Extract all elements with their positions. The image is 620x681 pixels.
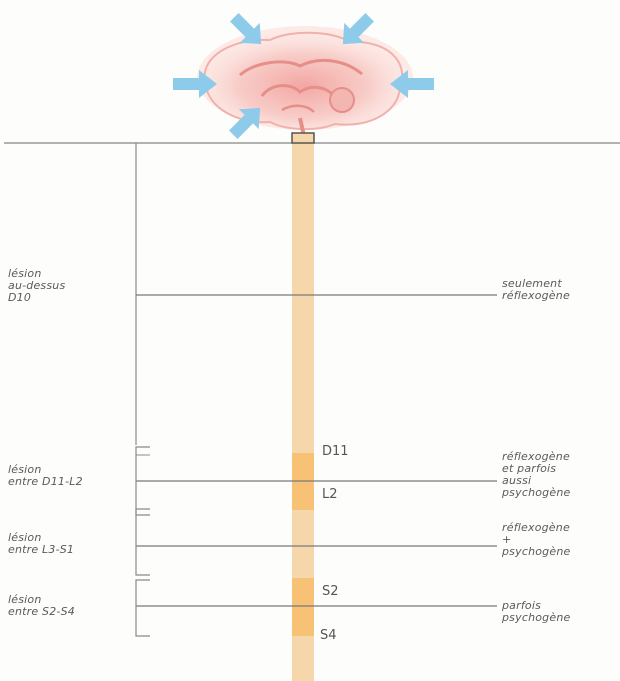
label-l3-s1: lésion entre L3-S1 <box>8 532 74 556</box>
label-line: réflexogène <box>502 290 570 302</box>
label-line: psychogène <box>502 546 570 558</box>
spinal-cord <box>292 133 314 681</box>
outcome-reflexogenic-plus-psychogenic: réflexogène + psychogène <box>502 522 570 558</box>
outcome-reflexogenic-sometimes-psychogenic: réflexogène et parfois aussi psychogène <box>502 451 570 499</box>
label-line: entre D11-L2 <box>8 476 83 488</box>
outcome-sometimes-psychogenic: parfois psychogène <box>502 600 570 624</box>
segment-l2: L2 <box>322 487 338 502</box>
label-line: psychogène <box>502 612 570 624</box>
label-line: D10 <box>8 292 65 304</box>
label-d11-l2: lésion entre D11-L2 <box>8 464 83 488</box>
outcome-reflexogenic-only: seulement réflexogène <box>502 278 570 302</box>
label-line: entre S2-S4 <box>8 606 75 618</box>
label-line: entre L3-S1 <box>8 544 74 556</box>
segment-d11: D11 <box>322 444 349 459</box>
label-above-d10: lésion au-dessus D10 <box>8 268 65 304</box>
segment-s2: S2 <box>322 584 339 599</box>
label-s2-s4: lésion entre S2-S4 <box>8 594 75 618</box>
label-line: réflexogène <box>502 522 570 534</box>
segment-s4: S4 <box>320 628 337 643</box>
brain-icon <box>197 26 413 136</box>
label-line: psychogène <box>502 487 570 499</box>
